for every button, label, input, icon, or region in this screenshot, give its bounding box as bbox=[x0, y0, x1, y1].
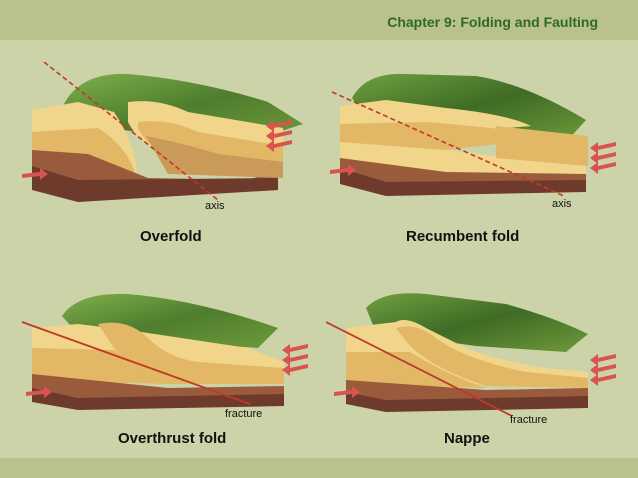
overthrust-fold-diagram bbox=[18, 288, 318, 418]
compression-arrow-icon bbox=[266, 120, 292, 132]
compression-arrow-icon bbox=[590, 374, 616, 386]
nappe-caption: Nappe bbox=[444, 430, 490, 447]
fracture-line bbox=[326, 321, 513, 417]
compression-arrow-icon bbox=[282, 354, 308, 366]
compression-arrow-icon bbox=[334, 386, 360, 398]
overthrust-fold-caption: Overthrust fold bbox=[118, 430, 227, 447]
compression-arrow-icon bbox=[282, 364, 308, 376]
recumbent-fold-axis-label: axis bbox=[552, 198, 572, 210]
chapter-title: Chapter 9: Folding and Faulting bbox=[387, 14, 598, 30]
compression-arrow-icon bbox=[590, 354, 616, 366]
overfold-diagram bbox=[18, 62, 318, 222]
compression-arrow-icon bbox=[266, 130, 292, 142]
overfold-axis-label: axis bbox=[205, 200, 225, 212]
axis-line bbox=[43, 62, 219, 201]
compression-arrow-icon bbox=[22, 168, 48, 180]
compression-arrow-icon bbox=[590, 142, 616, 154]
axis-line bbox=[331, 91, 565, 197]
compression-arrow-icon bbox=[266, 140, 292, 152]
header-band bbox=[0, 0, 638, 40]
overfold-caption: Overfold bbox=[140, 228, 202, 245]
compression-arrow-icon bbox=[282, 344, 308, 356]
footer-band bbox=[0, 458, 638, 478]
compression-arrow-icon bbox=[26, 386, 52, 398]
compression-arrow-icon bbox=[590, 162, 616, 174]
nappe-diagram bbox=[326, 288, 626, 418]
recumbent-fold-diagram bbox=[326, 62, 626, 222]
nappe-fracture-label: fracture bbox=[510, 414, 548, 426]
fracture-line bbox=[21, 321, 251, 405]
compression-arrow-icon bbox=[590, 152, 616, 164]
recumbent-fold-caption: Recumbent fold bbox=[406, 228, 520, 245]
compression-arrow-icon bbox=[330, 164, 356, 176]
overthrust-fracture-label: fracture bbox=[225, 408, 263, 420]
compression-arrow-icon bbox=[590, 364, 616, 376]
